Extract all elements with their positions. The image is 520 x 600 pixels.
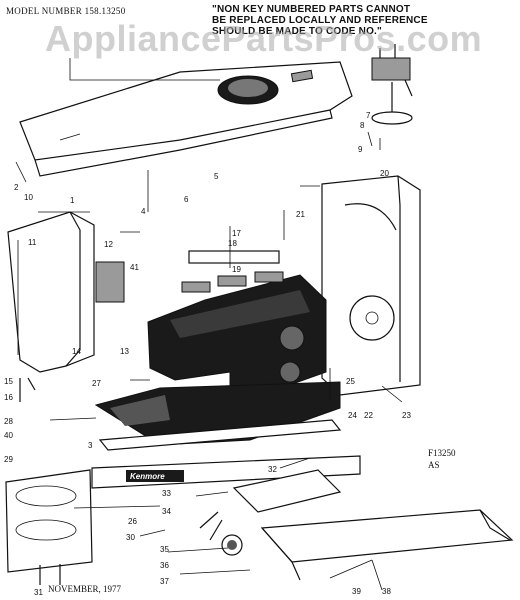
bottom-cover-plate xyxy=(260,509,514,591)
top-cover xyxy=(19,61,353,177)
part-label-7: 7 xyxy=(366,111,371,120)
tension-assembly xyxy=(367,44,413,150)
note-line-3: SHOULD BE MADE TO CODE NO." xyxy=(212,26,382,37)
part-label-17: 17 xyxy=(232,229,241,238)
part-label-2: 2 xyxy=(14,183,19,192)
part-label-35: 35 xyxy=(160,545,169,554)
part-label-31: 31 xyxy=(34,588,43,597)
part-label-21: 21 xyxy=(296,210,305,219)
part-label-26: 26 xyxy=(128,517,137,526)
left-side-cover xyxy=(7,211,125,402)
figure-code: F13250 xyxy=(428,448,456,458)
part-label-33: 33 xyxy=(162,489,171,498)
footer-date: NOVEMBER, 1977 xyxy=(48,584,122,594)
part-label-6: 6 xyxy=(184,195,189,204)
brand-plate-text: Kenmore xyxy=(130,472,165,481)
part-label-41: 41 xyxy=(130,263,139,272)
model-number: MODEL NUMBER 158.13250 xyxy=(6,6,126,16)
watermark: AppliancePartsPros.com xyxy=(45,18,483,59)
figure-suffix: AS xyxy=(428,460,440,470)
part-label-39: 39 xyxy=(352,587,361,596)
part-label-16: 16 xyxy=(4,393,13,402)
part-label-14: 14 xyxy=(72,347,81,356)
bottom-feet-plate xyxy=(5,469,93,585)
part-label-18: 18 xyxy=(228,239,237,248)
part-number-callouts: 1 2 3 4 5 6 7 8 9 10 11 12 13 14 15 16 1… xyxy=(4,111,411,597)
part-label-12: 12 xyxy=(104,240,113,249)
part-label-36: 36 xyxy=(160,561,169,570)
part-label-20: 20 xyxy=(380,169,389,178)
base-plate xyxy=(94,381,342,451)
part-label-40: 40 xyxy=(4,431,13,440)
note-line-2: BE REPLACED LOCALLY AND REFERENCE xyxy=(212,15,428,26)
machine-head xyxy=(147,250,327,396)
part-label-10: 10 xyxy=(24,193,33,202)
part-label-1: 1 xyxy=(70,196,75,205)
part-label-30: 30 xyxy=(126,533,135,542)
part-label-22: 22 xyxy=(364,411,373,420)
right-side-panel xyxy=(321,175,421,396)
note-line-1: "NON KEY NUMBERED PARTS CANNOT xyxy=(212,4,411,15)
part-label-34: 34 xyxy=(162,507,171,516)
part-label-37: 37 xyxy=(160,577,169,586)
part-label-32: 32 xyxy=(268,465,277,474)
part-label-9: 9 xyxy=(358,145,363,154)
part-label-13: 13 xyxy=(120,347,129,356)
bobbin-parts xyxy=(199,469,342,556)
part-label-24: 24 xyxy=(348,411,357,420)
part-label-38: 38 xyxy=(382,587,391,596)
part-label-23: 23 xyxy=(402,411,411,420)
part-label-8: 8 xyxy=(360,121,365,130)
part-label-4: 4 xyxy=(141,207,146,216)
part-label-19: 19 xyxy=(232,265,241,274)
part-label-27: 27 xyxy=(92,379,101,388)
part-label-25: 25 xyxy=(346,377,355,386)
part-label-5: 5 xyxy=(214,172,219,181)
part-label-15: 15 xyxy=(4,377,13,386)
part-label-28: 28 xyxy=(4,417,13,426)
part-label-11: 11 xyxy=(28,238,37,247)
part-label-29: 29 xyxy=(4,455,13,464)
parts-note: "NON KEY NUMBERED PARTS CANNOT BE REPLAC… xyxy=(212,4,428,37)
leader-lines xyxy=(15,58,403,575)
part-label-3: 3 xyxy=(88,441,93,450)
